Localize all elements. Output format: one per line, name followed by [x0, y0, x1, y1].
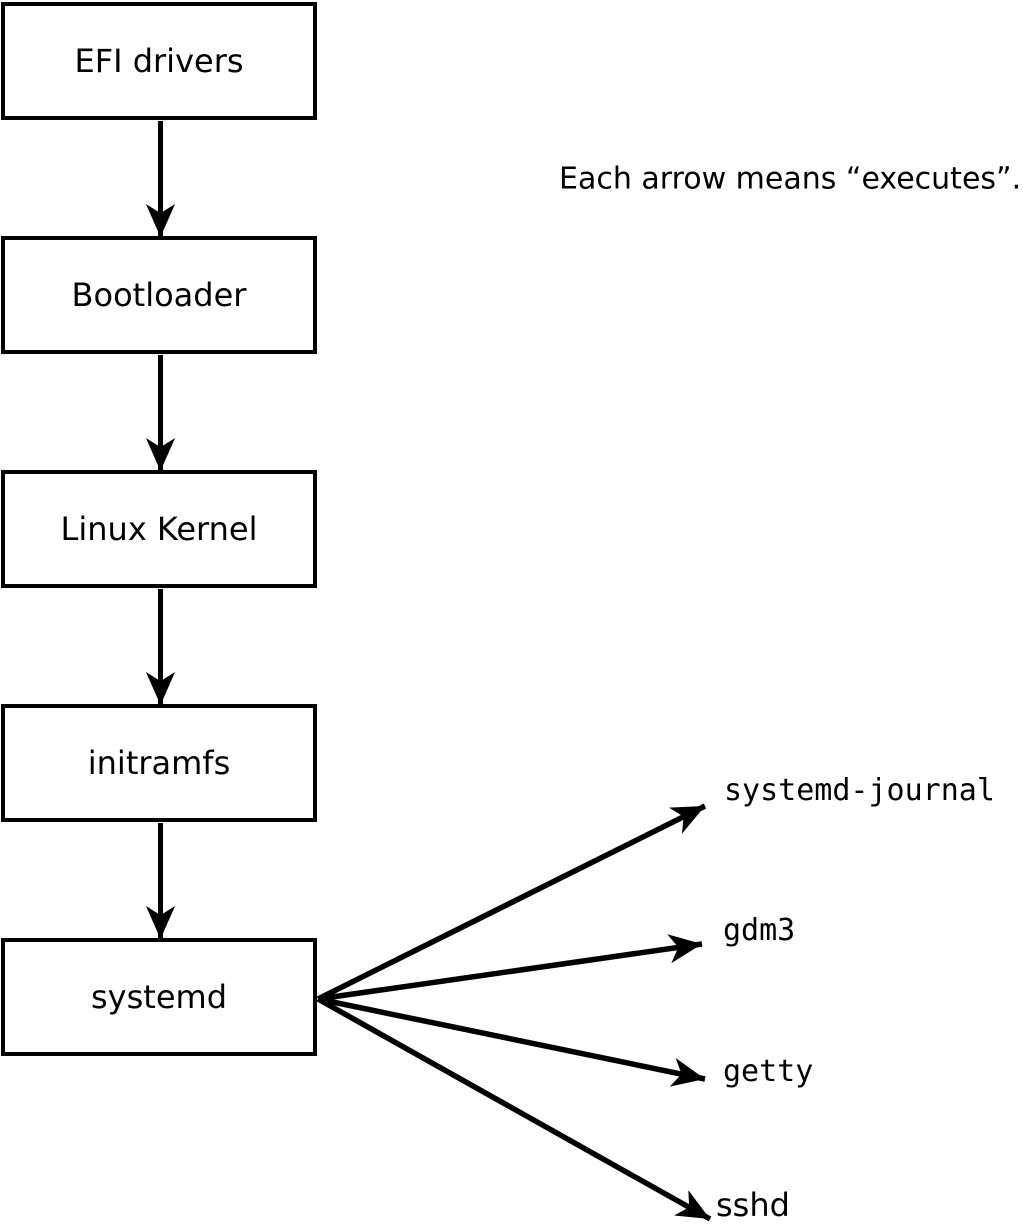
box-bootloader-label: Bootloader — [71, 276, 247, 314]
service-label-getty: getty — [723, 1054, 814, 1089]
arrow-systemd-to-getty — [317, 996, 706, 1087]
box-linux-kernel: Linux Kernel — [1, 470, 317, 588]
arrow-systemd-to-journal — [316, 803, 707, 1002]
box-initramfs-label: initramfs — [87, 744, 231, 782]
arrow-meaning-note: Each arrow means “executes”. — [559, 161, 1022, 197]
box-efi-drivers: EFI drivers — [1, 2, 317, 120]
arrow-systemd-to-gdm3 — [317, 934, 703, 1002]
box-linux-kernel-label: Linux Kernel — [60, 510, 258, 548]
service-label-systemd-journal: systemd-journal — [724, 773, 995, 808]
box-systemd: systemd — [1, 938, 317, 1056]
box-efi-drivers-label: EFI drivers — [74, 42, 244, 80]
box-bootloader: Bootloader — [1, 236, 317, 354]
box-systemd-label: systemd — [91, 978, 227, 1016]
arrow-systemd-to-sshd — [316, 996, 712, 1222]
service-label-sshd: sshd — [716, 1186, 790, 1224]
box-initramfs: initramfs — [1, 704, 317, 822]
service-label-gdm3: gdm3 — [723, 913, 796, 948]
